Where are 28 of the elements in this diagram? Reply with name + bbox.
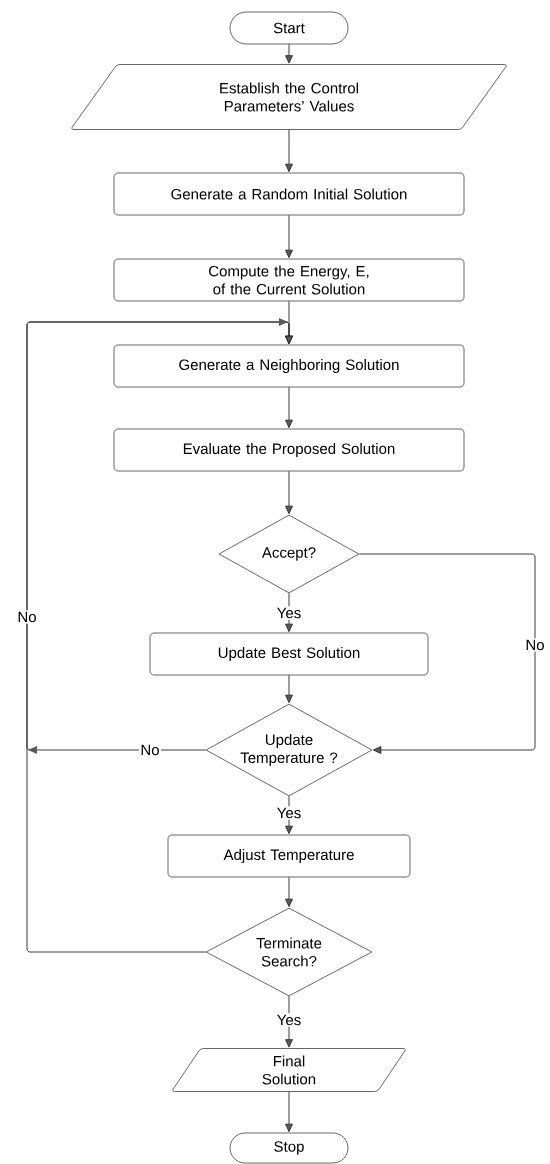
- arrow: [285, 995, 293, 1048]
- process-box: Generate a Random Initial Solution: [113, 172, 465, 216]
- input-output-box: Final Solution: [172, 1048, 406, 1092]
- arrow: [285, 43, 293, 64]
- edge-label: No: [15, 610, 39, 624]
- arrow: [26, 318, 293, 953]
- arrow: [285, 470, 293, 515]
- arrow: [285, 876, 293, 908]
- process-box: Update Best Solution: [149, 632, 429, 676]
- input-output-box: Establish the Control Parameters’ Values: [71, 64, 507, 130]
- arrow: [285, 674, 293, 704]
- arrow: [285, 214, 293, 259]
- edge-label: Yes: [275, 806, 303, 820]
- edge-label: No: [523, 638, 547, 652]
- process-box: Compute the Energy, E, of the Current Solution: [113, 258, 465, 302]
- edge-label: Yes: [275, 606, 303, 620]
- terminal-box: Start: [229, 11, 349, 45]
- arrow: [285, 129, 293, 173]
- process-box: Generate a Neighboring Solution: [113, 344, 465, 388]
- arrow: [285, 1091, 293, 1133]
- process-box: Adjust Temperature: [167, 834, 411, 878]
- edge-label: No: [138, 743, 162, 757]
- terminal-box: Stop: [229, 1132, 349, 1164]
- process-box: Evaluate the Proposed Solution: [113, 428, 465, 472]
- arrow: [285, 386, 293, 429]
- edge-label: Yes: [275, 1013, 303, 1027]
- arrow: [285, 592, 293, 633]
- arrow: [358, 553, 536, 754]
